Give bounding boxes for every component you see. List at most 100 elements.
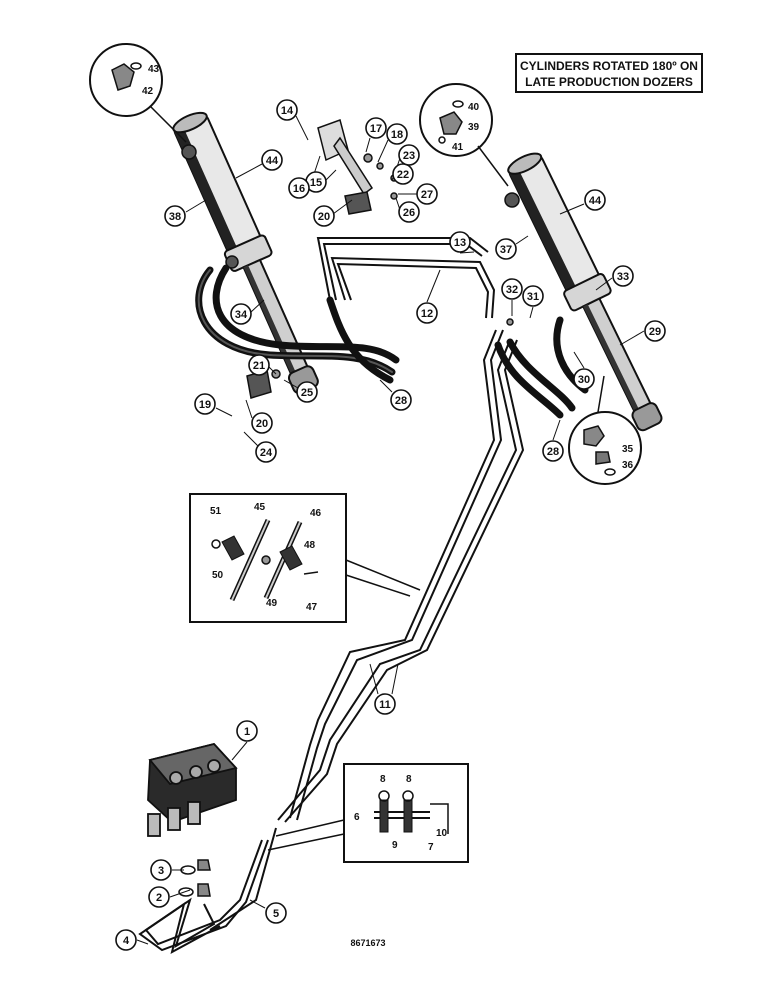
callout-label-c4: 4 xyxy=(123,935,130,947)
callout-label-c21: 21 xyxy=(253,360,265,372)
callout-circle-c37 xyxy=(495,238,517,260)
callout-label-c38: 38 xyxy=(169,211,181,223)
callout-circle-c19 xyxy=(194,393,216,415)
leader-line-c29 xyxy=(619,330,645,346)
note-line-1: CYLINDERS ROTATED 180º ON xyxy=(520,59,698,73)
callout-circle-c12 xyxy=(416,302,438,324)
inset-label-51: 51 xyxy=(210,506,222,517)
label-41: 41 xyxy=(452,142,464,153)
callout-label-c27: 27 xyxy=(421,189,433,201)
leader-line-c2 xyxy=(169,889,191,898)
callout-circle-c25 xyxy=(296,381,318,403)
callout-label-c25: 25 xyxy=(301,387,313,399)
callout-circle-c24 xyxy=(255,441,277,463)
callout-label-c31: 31 xyxy=(527,291,539,303)
leader-line-c13 xyxy=(459,251,475,254)
callout-label-c17: 17 xyxy=(370,123,382,135)
inset-label-10: 10 xyxy=(436,828,448,839)
leader-line-c18 xyxy=(377,139,389,163)
callout-label-c5: 5 xyxy=(273,908,279,920)
callout-circle-c5 xyxy=(265,902,287,924)
callout-label-c24: 24 xyxy=(260,447,273,459)
leader-line-c11 xyxy=(369,663,379,695)
callout-circle-c20b xyxy=(251,412,273,434)
inset-label-45: 45 xyxy=(254,502,266,513)
inset-label-7: 7 xyxy=(428,842,434,853)
callout-circle-c16 xyxy=(288,177,310,199)
leader-line-c14 xyxy=(295,115,309,141)
callout-circle-c44b xyxy=(584,189,606,211)
callout-label-c18: 18 xyxy=(391,129,403,141)
lower-tubes xyxy=(138,827,277,954)
inset-label-50: 50 xyxy=(212,570,224,581)
inset-label-49: 49 xyxy=(266,598,278,609)
label-35: 35 xyxy=(622,444,634,455)
leader-line-c4 xyxy=(136,939,149,945)
callout-circle-c38 xyxy=(164,205,186,227)
callout-circle-c44a xyxy=(261,149,283,171)
callout-circle-c34 xyxy=(230,303,252,325)
callout-label-c13: 13 xyxy=(454,237,466,249)
leader-line-c34 xyxy=(250,299,265,313)
callout-label-c33: 33 xyxy=(617,271,629,283)
callout-circle-c21 xyxy=(248,354,270,376)
callout-circle-c18 xyxy=(386,123,408,145)
leader-line-c11b xyxy=(391,663,399,695)
leader-line-c28a xyxy=(379,379,393,393)
callout-label-c44a: 44 xyxy=(266,155,279,167)
callout-label-c22: 22 xyxy=(397,169,409,181)
leader-line-c44a xyxy=(235,163,263,179)
inset-label-6: 6 xyxy=(354,812,360,823)
callout-circle-c30 xyxy=(573,368,595,390)
callout-label-c37: 37 xyxy=(500,244,512,256)
note-box: CYLINDERS ROTATED 180º ON LATE PRODUCTIO… xyxy=(515,53,703,93)
callout-label-c28b: 28 xyxy=(547,446,559,458)
leader-line-c30 xyxy=(573,351,585,369)
label-39: 39 xyxy=(468,122,480,133)
callout-circle-c4 xyxy=(115,929,137,951)
callout-label-c1: 1 xyxy=(244,726,250,738)
leader-line-c19 xyxy=(215,407,233,417)
label-43: 43 xyxy=(148,64,160,75)
callout-label-c14: 14 xyxy=(281,105,294,117)
callout-label-c3: 3 xyxy=(158,865,164,877)
callout-label-c16: 16 xyxy=(293,183,305,195)
callout-label-c44b: 44 xyxy=(589,195,602,207)
callout-label-c29: 29 xyxy=(649,326,661,338)
leader-line-c24 xyxy=(243,431,259,447)
callout-circle-c27 xyxy=(416,183,438,205)
leader-line-c25 xyxy=(283,379,299,389)
right-lower-fitting-bubble: 35 36 xyxy=(568,375,642,485)
inset-bracket-detail: 8 8 6 9 10 7 xyxy=(267,763,469,863)
right-fitting-bubble: 40 39 41 xyxy=(419,83,509,187)
callout-circle-c14 xyxy=(276,99,298,121)
top-clamp-assembly xyxy=(246,119,514,399)
label-36: 36 xyxy=(622,460,634,471)
callout-circle-c2 xyxy=(148,886,170,908)
inset-label-8a: 8 xyxy=(380,774,386,785)
inset-label-8b: 8 xyxy=(406,774,412,785)
callout-label-c34: 34 xyxy=(235,309,248,321)
leader-line-c37 xyxy=(515,235,529,245)
valve-fittings xyxy=(178,859,211,897)
callout-label-c2: 2 xyxy=(156,892,162,904)
callout-circle-c20a xyxy=(313,205,335,227)
right-cylinder xyxy=(504,152,663,432)
leader-line-c5 xyxy=(249,899,266,909)
left-fitting-bubble: 43 42 xyxy=(89,43,187,143)
leader-line-c28b xyxy=(552,419,561,441)
callout-label-c11: 11 xyxy=(379,699,391,711)
leader-line-c15 xyxy=(325,169,337,181)
note-line-2: LATE PRODUCTION DOZERS xyxy=(525,75,693,89)
inset-clamp-detail: 51 45 46 48 50 49 47 xyxy=(189,493,421,623)
leader-line-c31 xyxy=(529,306,534,319)
callout-circle-c17 xyxy=(365,117,387,139)
leader-line-c44b xyxy=(559,203,585,215)
leader-line-c33 xyxy=(595,277,613,291)
callout-label-c32: 32 xyxy=(506,284,518,296)
callout-label-c30: 30 xyxy=(578,374,590,386)
callout-label-c28a: 28 xyxy=(395,395,407,407)
callout-circle-c33 xyxy=(612,265,634,287)
